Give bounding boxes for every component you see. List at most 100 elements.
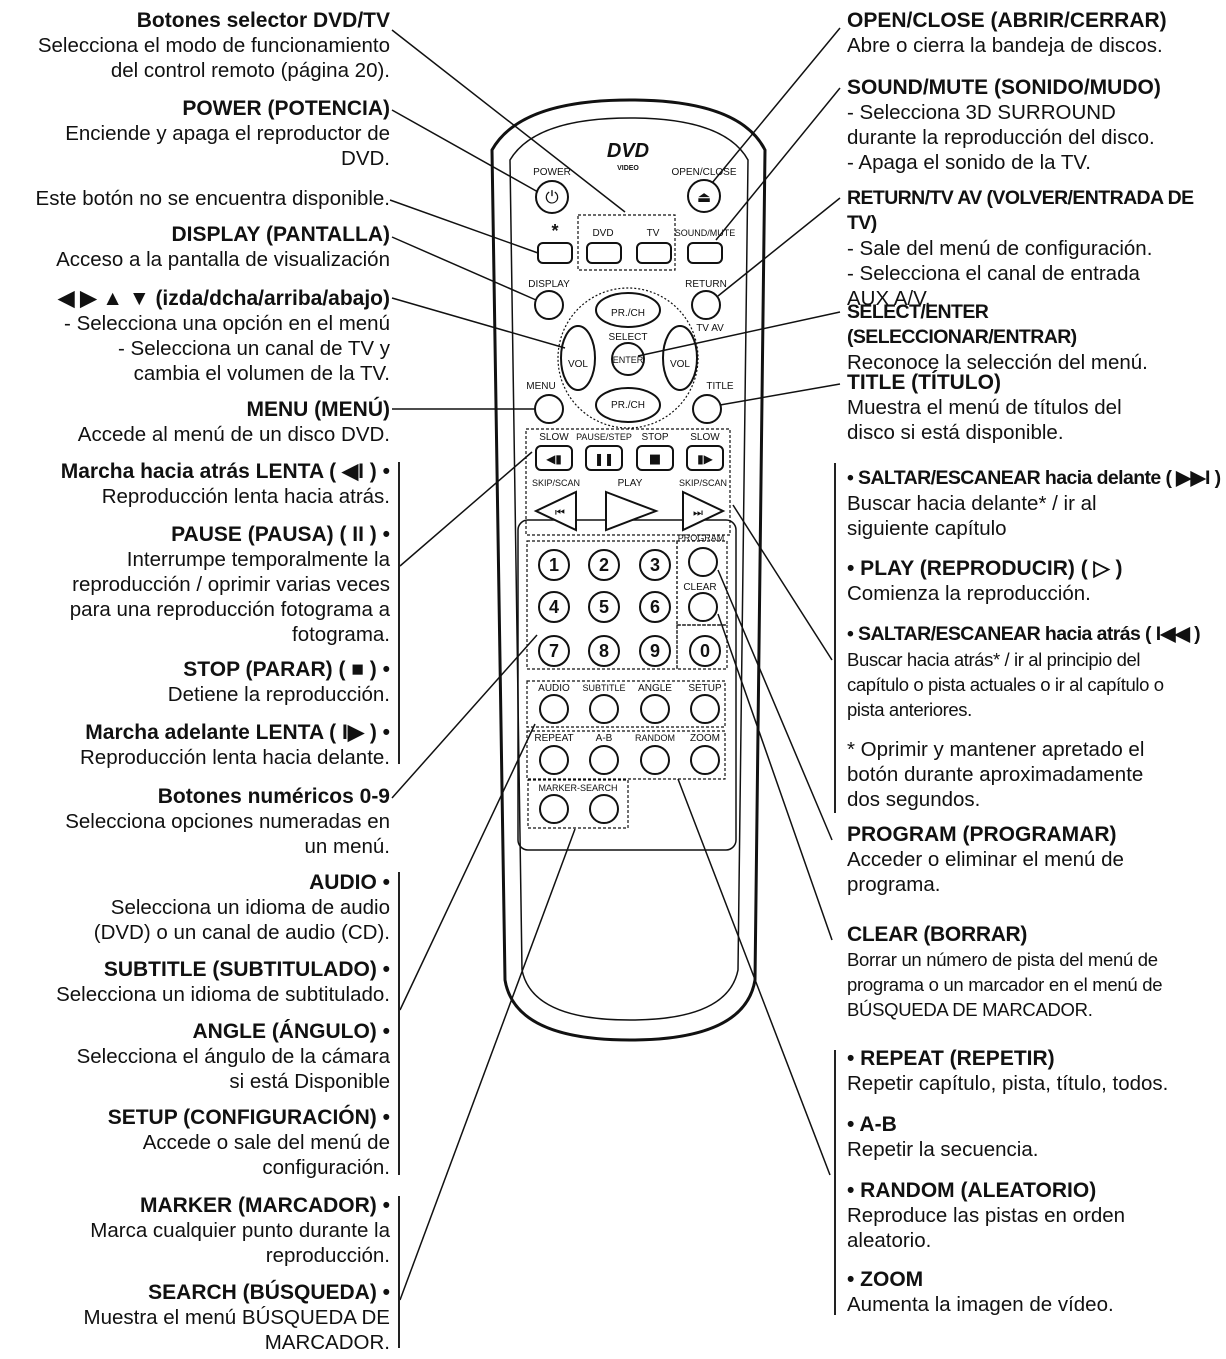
annotation-slow-fwd: Marcha adelante LENTA ( I▶ ) • Reproducc… [6,720,390,770]
bracket-left-playback [398,462,400,764]
video-logo: VIDEO [617,165,639,172]
down-button [595,387,661,423]
annotation-marker: MARKER (MARCADOR) • Marca cualquier punt… [6,1193,390,1268]
number-label-9: 9 [650,641,660,661]
power-label: POWER [533,167,571,178]
pause-button [585,445,623,471]
leader-left-bracket-3 [399,828,576,1301]
annotation-title: • RANDOM (ALEATORIO) [847,1179,1097,1202]
leader-skip-fwd [732,504,833,661]
number-label-2: 2 [599,555,609,575]
subtitle-label: SUBTITLE [582,683,625,693]
eject-icon: ⏏ [697,188,711,206]
number-button-8 [588,635,620,667]
power-button [535,180,569,214]
menu-label: MENU [526,381,555,392]
annotation-desc: Accede o sale del menú de configuración. [142,1131,390,1179]
audio-button [539,694,569,724]
skip-fwd-icon: ⏭ [693,506,703,519]
annotation-title: Botones numéricos 0-9 [157,785,390,808]
annotation-title: AUDIO • [309,871,390,894]
leader-title [719,383,841,406]
annotation-desc: Repetir la secuencia. [847,1138,1039,1161]
number-label-6: 6 [650,597,660,617]
annotation-desc: Selecciona opciones numeradas en un menú… [65,810,390,858]
star-label: * [551,221,558,241]
annotation-title: Marcha hacia atrás LENTA ( ◀I ) • [60,460,390,483]
annotation-desc: Selecciona un idioma de audio (DVD) o un… [93,896,390,944]
bracket-left-marker [398,1196,400,1348]
annotation-desc: Comienza la reproducción. [847,582,1091,605]
annotation-title: SELECT/ENTER (SELECCIONAR/ENTRAR) [847,301,1077,348]
leader-arrows [391,297,566,349]
zoom-label: ZOOM [690,733,720,744]
random-button [640,745,670,775]
slow-rev-label: SLOW [539,432,569,443]
open-close-button [687,179,721,213]
annotation-title: Marcha adelante LENTA ( I▶ ) • [85,721,390,744]
annotation-title: POWER (POTENCIA) [182,97,390,120]
leader-dvd-tv [391,29,626,213]
annotation-return: RETURN/TV AV (VOLVER/ENTRADA DE TV) - Sa… [847,186,1221,311]
annotation-title: • PLAY (REPRODUCIR) ( ▷ ) [847,557,1123,580]
marker-button [539,794,569,824]
number-button-4 [538,591,570,623]
annotation-title: SETUP (CONFIGURACIÓN) • [107,1106,390,1129]
annotation-desc: Borrar un número de pista del menú de pr… [847,949,1163,1020]
bracket-right-skip [834,463,836,813]
program-button [688,547,718,577]
bracket-left-functions [398,872,400,1175]
slow-fwd-label: SLOW [690,432,720,443]
annotation-title: • SALTAR/ESCANEAR hacia delante ( ▶▶I ) [847,467,1221,489]
annotation-title: • ZOOM [847,1268,924,1291]
annotation-desc: Este botón no se encuentra disponible. [35,187,390,210]
annotation-desc: Selecciona el modo de funcionamiento del… [37,34,390,82]
annotation-open-close: OPEN/CLOSE (ABRIR/CERRAR) Abre o cierra … [847,8,1221,58]
annotation-display: DISPLAY (PANTALLA) Acceso a la pantalla … [6,222,390,272]
annotation-search: SEARCH (BÚSQUEDA) • Muestra el menú BÚSQ… [6,1280,390,1355]
dvd-label: DVD [592,228,613,239]
number-button-1 [538,549,570,581]
title-label: TITLE [706,381,734,392]
clear-label: CLEAR [683,582,716,593]
annotation-skip-rev: • SALTAR/ESCANEAR hacia atrás ( I◀◀ ) Bu… [847,622,1221,722]
number-button-7 [538,635,570,667]
angle-button [640,694,670,724]
skip-fwd-button [682,490,726,532]
number-label-7: 7 [549,641,559,661]
annotation-title-text: TITLE (TÍTULO) [847,371,1001,394]
annotation-title: ◀ ▶ ▲ ▼ (izda/dcha/arriba/abajo) [58,287,390,310]
bracket-right-repeat [834,1050,836,1315]
annotation-desc: Marca cualquier punto durante la reprodu… [90,1219,390,1267]
sound-mute-label: SOUND/MUTE [675,228,736,238]
annotation-setup: SETUP (CONFIGURACIÓN) • Accede o sale de… [6,1105,390,1180]
leader-return [717,197,841,297]
annotation-title: SEARCH (BÚSQUEDA) • [148,1281,390,1304]
number-button-3 [639,549,671,581]
annotation-skip-fwd: • SALTAR/ESCANEAR hacia delante ( ▶▶I ) … [847,466,1221,541]
dvd-logo: DVD [607,140,649,162]
leader-repeat-group [677,778,831,1176]
annotation-desc: Selecciona el ángulo de la cámara si est… [76,1045,390,1093]
up-pr-ch-label: PR./CH [611,308,645,319]
slow-rev-icon: ◀▮ [546,452,562,466]
right-vol-label: VOL [670,359,690,370]
annotation-desc: Abre o cierra la bandeja de discos. [847,34,1163,57]
right-button [662,325,698,391]
remote-body-inner [509,117,749,1021]
annotation-title: SUBTITLE (SUBTITULADO) • [103,958,390,981]
annotation-ab: • A-B Repetir la secuencia. [847,1112,1221,1162]
stop-icon: ■ [649,452,661,467]
annotation-clear: CLEAR (BORRAR) Borrar un número de pista… [847,922,1221,1022]
annotation-desc: Reproduce las pistas en orden aleatorio. [847,1204,1126,1252]
number-label-8: 8 [599,641,609,661]
up-button [595,292,661,328]
subtitle-button [589,694,619,724]
leader-left-bracket-2 [399,723,536,1011]
annotation-arrows: ◀ ▶ ▲ ▼ (izda/dcha/arriba/abajo) - Selec… [6,286,390,386]
power-icon: ⏻ [545,188,559,208]
return-button [691,290,721,320]
annotation-program: PROGRAM (PROGRAMAR) Acceder o eliminar e… [847,822,1221,897]
number-button-9 [639,635,671,667]
